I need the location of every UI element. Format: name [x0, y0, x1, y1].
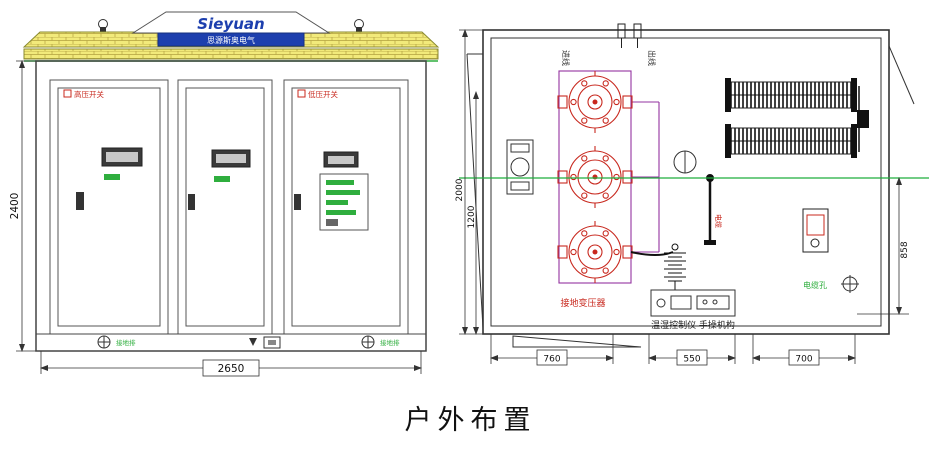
- dimension-height: 2400: [9, 60, 36, 352]
- top-label-2: 出线: [647, 50, 657, 66]
- bottom-wedge: [512, 335, 642, 348]
- svg-text:2000: 2000: [455, 178, 465, 201]
- door-2-handle: [188, 194, 195, 210]
- svg-text:700: 700: [795, 355, 812, 365]
- dimension-left: 2000 1200: [455, 29, 483, 335]
- cable-hole-icon: [841, 275, 859, 293]
- plan-view: 进线 出线: [455, 23, 929, 366]
- roof: Sieyuan 思源斯奥电气: [22, 11, 440, 62]
- ground-symbol-left-icon: [97, 335, 111, 349]
- cabinet-body: [35, 60, 427, 352]
- door-3: 低压开关: [283, 79, 409, 335]
- svg-text:2650: 2650: [218, 363, 245, 375]
- insulator-stack: [664, 243, 686, 290]
- transformer-2: [557, 146, 633, 208]
- door-1: 高压开关: [49, 79, 169, 335]
- radiator-bank-2: [725, 124, 857, 158]
- svg-text:2400: 2400: [9, 193, 21, 220]
- ground-right-label: 接地排: [380, 338, 400, 347]
- front-elevation-view: Sieyuan 思源斯奥电气 高压开关: [9, 11, 440, 377]
- vent-circle-icon: [673, 150, 697, 174]
- cable-pole: [630, 174, 716, 256]
- transformer-3: [557, 221, 633, 283]
- enclosure: [482, 29, 890, 335]
- grounding-transformer-label: 接地变压器: [560, 297, 605, 309]
- door-3-label: 低压开关: [308, 89, 338, 99]
- wall-device: [506, 139, 534, 195]
- bottom-rail: 接地排 接地排: [36, 333, 426, 349]
- switch-unit: [802, 208, 829, 253]
- transformer-frame: [558, 70, 660, 284]
- brand-logo: Sieyuan: [197, 15, 264, 33]
- cable-small-label: 电缆: [714, 214, 723, 228]
- brand-banner: 思源斯奥电气: [207, 35, 255, 45]
- svg-text:760: 760: [543, 355, 560, 365]
- dimension-width: 2650: [40, 351, 422, 377]
- top-bushing-icons: [617, 23, 642, 48]
- drain-arrow-icon: [249, 338, 257, 346]
- ground-left-label: 接地排: [116, 338, 136, 347]
- svg-text:1200: 1200: [467, 205, 477, 228]
- lifting-lug-left-icon: [98, 19, 108, 33]
- svg-text:550: 550: [683, 355, 700, 365]
- drawing-title: 户外布置: [404, 405, 537, 435]
- cable-hole-label: 电缆孔: [803, 280, 827, 290]
- door-2-indicator: [214, 176, 230, 182]
- door-1-handle: [76, 192, 84, 210]
- ground-symbol-right-icon: [361, 335, 375, 349]
- lifting-lug-right-icon: [354, 19, 364, 33]
- door-1-indicator: [104, 174, 120, 180]
- dimension-bottom: 760 550 700: [490, 334, 856, 366]
- transformer-1: [557, 71, 633, 133]
- door-1-label: 高压开关: [74, 89, 104, 99]
- door-3-handle: [294, 194, 301, 210]
- radiator-header: [857, 86, 869, 152]
- top-label-1: 进线: [561, 50, 571, 66]
- svg-text:858: 858: [900, 241, 910, 258]
- door-swing: [466, 53, 484, 329]
- door-3-panel: [319, 173, 369, 231]
- dimension-right: 858: [857, 177, 910, 315]
- radiator-bank-1: [725, 78, 857, 112]
- corner-diagonal: [888, 45, 915, 105]
- control-box: [650, 289, 736, 317]
- door-2: [177, 79, 273, 335]
- control-box-label: 温湿控制仪 手操机构: [651, 319, 735, 331]
